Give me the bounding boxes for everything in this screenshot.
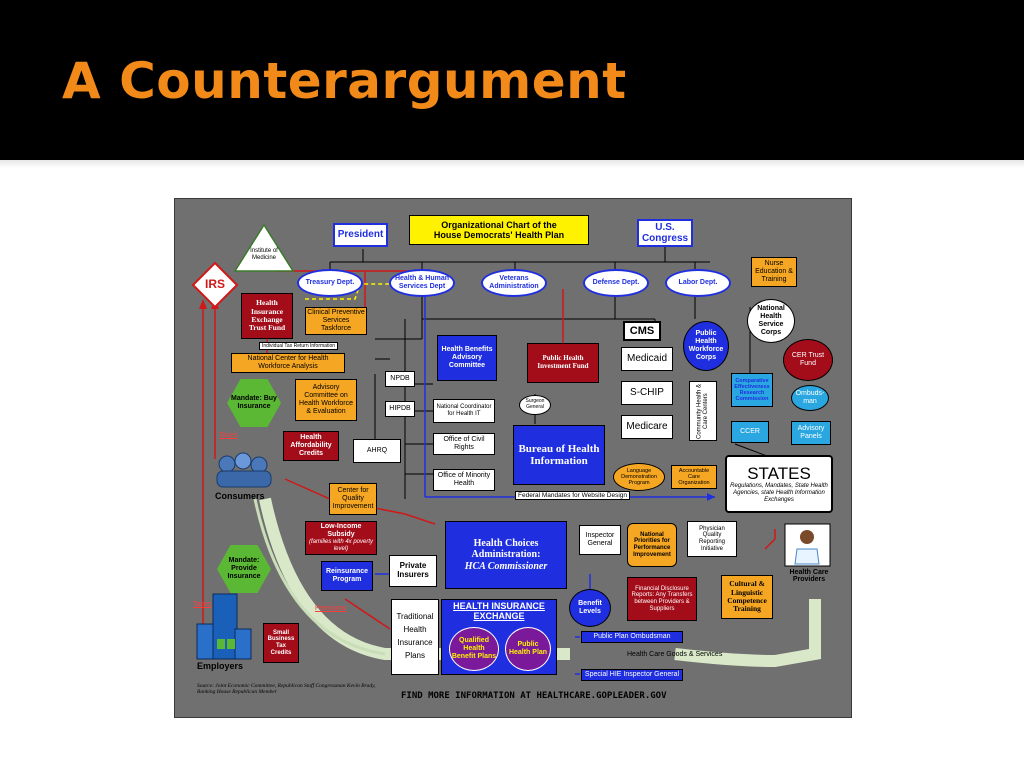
mandate-buy-hex: Mandate: Buy Insurance: [227, 379, 281, 427]
taxes-label-1: Taxes: [219, 432, 238, 439]
consumers-icon: [216, 452, 272, 488]
phif-box: Public Health Investment Fund: [527, 343, 599, 383]
states-title: STATES: [747, 464, 811, 484]
hcgs-label: Health Care Goods & Services: [627, 651, 723, 658]
states-subtitle: Regulations, Mandates, State Health Agen…: [730, 483, 828, 503]
nurse-education: Nurse Education & Training: [751, 257, 797, 287]
lis-title: Low-Income Subsidy: [320, 523, 362, 539]
qhbp-circle: Qualified Health Benefit Plans: [449, 627, 499, 671]
cultural-box: Cultural & Linguistic Competence Trainin…: [721, 575, 773, 619]
ccer-box: CCER: [731, 421, 769, 443]
find-more-link[interactable]: FIND MORE INFORMATION AT HEALTHCARE.GOPL…: [401, 691, 667, 701]
president-box: President: [333, 223, 388, 247]
hhs-dept: Health & Human Services Dept: [389, 269, 455, 297]
traditional-plans-box: Traditional Health Insurance Plans: [391, 599, 439, 675]
nchit-box: National Coordinator for Health IT: [433, 399, 495, 423]
employers-label: Employers: [197, 661, 244, 671]
connector-lines: [191, 223, 831, 675]
states-box: STATES Regulations, Mandates, State Heal…: [725, 455, 833, 513]
lis-box: Low-Income Subsidy (families with 4x pov…: [305, 521, 377, 555]
ombudsman-circle: Ombuds-man: [791, 385, 829, 411]
pqri-box: Physician Quality Reporting Initiative: [687, 521, 737, 557]
bhi-box: Bureau of Health Information: [513, 425, 605, 485]
inspector-general-box: Inspector General: [579, 525, 621, 555]
slide-header: A Counterargument: [0, 0, 1024, 160]
irs-label: IRS: [204, 277, 225, 292]
benefit-levels-circle: Benefit Levels: [569, 589, 611, 627]
hie-title: HEALTH INSURANCE EXCHANGE: [453, 601, 545, 622]
medicare-box: Medicare: [621, 415, 673, 439]
hac-box: Health Affordability Credits: [283, 431, 339, 461]
slide-title: A Counterargument: [62, 52, 627, 110]
lis-subtitle: (families with 4x poverty level): [308, 539, 374, 552]
source-note: Source: Joint Economic Committee, Republ…: [197, 683, 376, 695]
hbac-box: Health Benefits Advisory Committee: [437, 335, 497, 381]
hcp-label: Health Care Providers: [789, 569, 829, 583]
institute-label: Institute of Medicine: [250, 248, 278, 261]
chart-title-line2: House Democrats' Health Plan: [433, 230, 565, 240]
hca-box: Health Choices Administration: HCA Commi…: [445, 521, 567, 589]
hca-line1: Health Choices: [473, 538, 539, 550]
ocr-box: Office of Civil Rights: [433, 433, 495, 455]
cpstf-box: Clinical Preventive Services Taskforce: [305, 307, 367, 335]
cqi-box: Center for Quality Improvement: [329, 483, 377, 515]
chc-box: Community Health & Care Centers: [689, 381, 717, 441]
private-insurers-box: Private Insurers: [389, 555, 437, 587]
surgeon-general: Surgeon General: [519, 395, 551, 415]
employers-icon: [196, 593, 252, 660]
fed-mandates-label: Federal Mandates for Website Design: [515, 491, 630, 500]
advisory-panels-box: Advisory Panels: [791, 421, 831, 445]
phwc-circle: Public Health Workforce Corps: [683, 321, 729, 371]
shie-bar: Special HIE Inspector General: [581, 669, 683, 681]
cer-trust-circle: CER Trust Fund: [783, 339, 833, 381]
advisory-committee-box: Advisory Committee on Health Workforce &…: [295, 379, 357, 421]
veterans-dept: Veterans Administration: [481, 269, 547, 297]
chart-title-line1: Organizational Chart of the: [441, 219, 557, 230]
fdr-box: Financial Disclosure Reports: Any Transf…: [627, 577, 697, 621]
org-chart: Organizational Chart of the House Democr…: [174, 198, 852, 718]
npfpi-box: National Priorities for Performance Impr…: [627, 523, 677, 567]
irs-diamond: [191, 261, 239, 309]
hca-line2: Administration:: [471, 549, 541, 561]
congress-box: U.S. Congress: [637, 219, 693, 247]
hie-trust-fund: Health Insurance Exchange Trust Fund: [241, 293, 293, 339]
nhsc-circle: National Health Service Corps: [747, 299, 795, 343]
taxes-label-2: Taxes: [193, 601, 212, 608]
labor-dept: Labor Dept.: [665, 269, 731, 297]
ceresearch-box: Comparative Effectiveness Research Commi…: [731, 373, 773, 407]
mandate-provide-hex: Mandate: Provide Insurance: [217, 545, 271, 593]
consumers-label: Consumers: [215, 491, 265, 501]
chart-title: Organizational Chart of the House Democr…: [409, 215, 589, 245]
hca-line3: HCA Commissioner: [464, 560, 548, 572]
cms-box: CMS: [623, 321, 661, 341]
schip-box: S-CHIP: [621, 381, 673, 405]
ahrq-box: AHRQ: [353, 439, 401, 463]
npdb-box: NPDB: [385, 371, 415, 387]
defense-dept: Defense Dept.: [583, 269, 649, 297]
omh-box: Office of Minority Health: [433, 469, 495, 491]
ldp-oval: Language Demonstration Program: [613, 463, 665, 491]
sbtc-box: Small Business Tax Credits: [263, 623, 299, 663]
treasury-dept: Treasury Dept.: [297, 269, 363, 297]
tax-return-label: Individual Tax Return Information: [259, 342, 339, 350]
php-circle: Public Health Plan: [505, 627, 551, 671]
ncwa-box: National Center for Health Workforce Ana…: [231, 353, 345, 373]
reinsurance-box: Reinsurance Program: [321, 561, 373, 591]
header-divider: [0, 160, 1024, 168]
medicaid-box: Medicaid: [621, 347, 673, 371]
hipdb-box: HIPDB: [385, 401, 415, 417]
premiums-label: Premiums: [315, 605, 347, 612]
ppo-bar: Public Plan Ombudsman: [581, 631, 683, 643]
doctor-icon: [784, 523, 831, 567]
aco-box: Accountable Care Organization: [671, 465, 717, 489]
institute-triangle: [233, 223, 295, 272]
